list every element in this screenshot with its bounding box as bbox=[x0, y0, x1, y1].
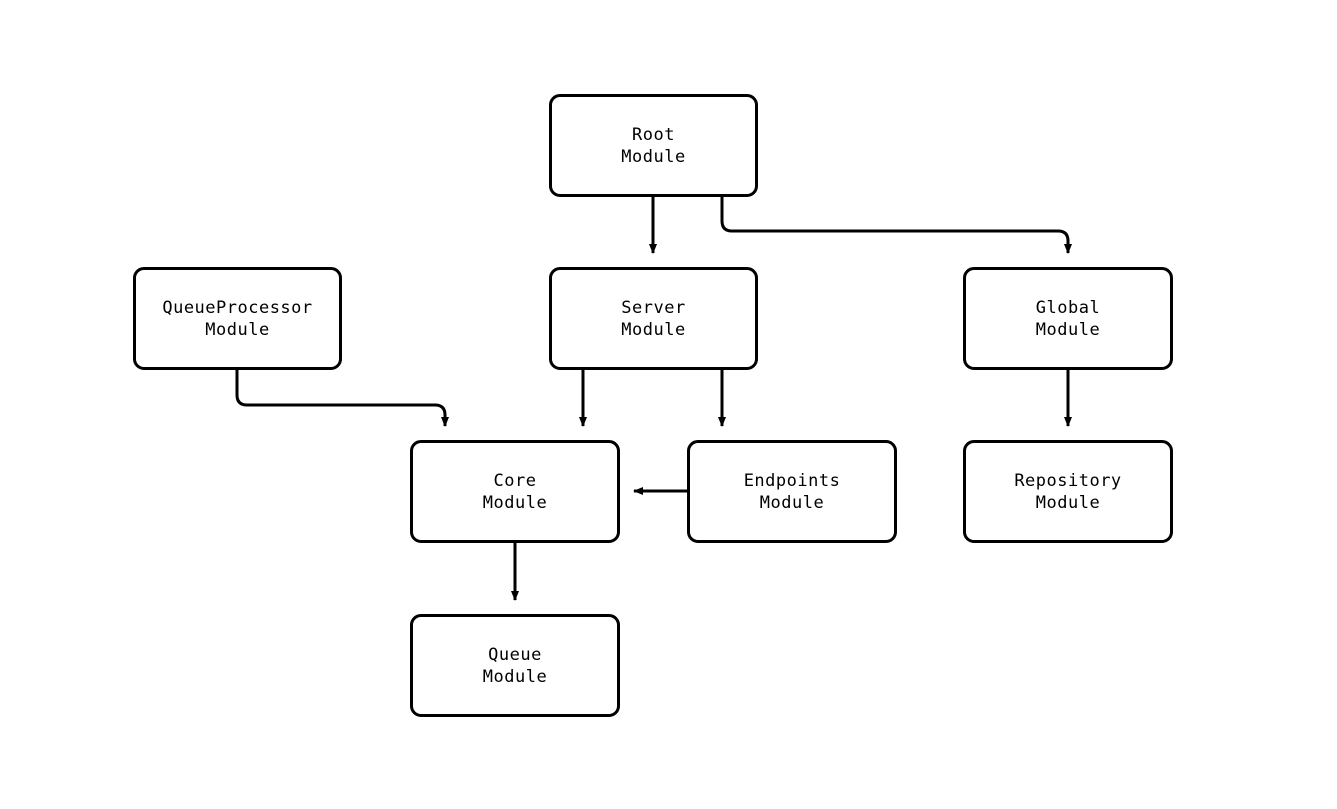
edge-queueprocessor-core bbox=[235, 370, 449, 427]
node-repository-suffix: Module bbox=[1035, 492, 1101, 513]
node-server-suffix: Module bbox=[621, 319, 686, 340]
node-repository[interactable]: Repository Module bbox=[963, 440, 1173, 543]
node-core-name: Core bbox=[493, 470, 537, 491]
node-repository-name: Repository bbox=[1014, 470, 1122, 491]
node-core[interactable]: Core Module bbox=[410, 440, 620, 543]
node-global[interactable]: Global Module bbox=[963, 267, 1173, 370]
node-server-name: Server bbox=[621, 297, 686, 318]
node-queueprocessor-suffix: Module bbox=[205, 319, 270, 340]
node-queue-suffix: Module bbox=[482, 666, 548, 687]
node-queue-name: Queue bbox=[488, 644, 542, 665]
node-core-suffix: Module bbox=[482, 492, 548, 513]
node-root-name: Root bbox=[632, 124, 675, 145]
node-root-suffix: Module bbox=[621, 146, 686, 167]
node-endpoints[interactable]: Endpoints Module bbox=[687, 440, 897, 543]
node-queueprocessor[interactable]: QueueProcessor Module bbox=[133, 267, 342, 370]
node-global-name: Global bbox=[1035, 297, 1101, 318]
node-queue[interactable]: Queue Module bbox=[410, 614, 620, 717]
node-server[interactable]: Server Module bbox=[549, 267, 758, 370]
node-endpoints-name: Endpoints bbox=[743, 470, 841, 491]
node-global-suffix: Module bbox=[1035, 319, 1101, 340]
node-endpoints-suffix: Module bbox=[759, 492, 825, 513]
edge-root-global bbox=[720, 197, 1072, 254]
node-root[interactable]: Root Module bbox=[549, 94, 758, 197]
node-queueprocessor-name: QueueProcessor bbox=[162, 297, 313, 318]
